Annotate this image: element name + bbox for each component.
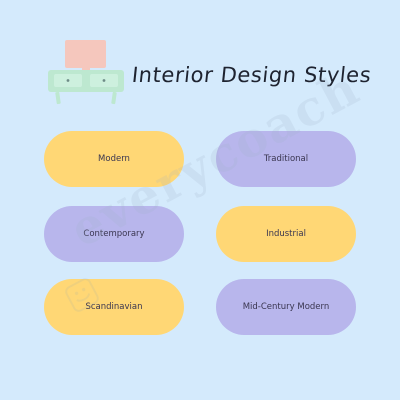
style-pill-label: Modern	[98, 154, 130, 164]
style-pill-industrial: Industrial	[216, 206, 356, 262]
style-pill-label: Mid-Century Modern	[242, 302, 330, 312]
style-pill-label: Traditional	[263, 154, 309, 164]
style-pill-label: Contemporary	[83, 229, 145, 239]
style-pill-scandinavian: Scandinavian	[44, 279, 184, 335]
style-pill-modern: Modern	[44, 131, 184, 187]
style-pill-traditional: Traditional	[216, 131, 356, 187]
page-title: Interior Design Styles	[130, 63, 373, 87]
style-pill-label: Scandinavian	[85, 302, 143, 312]
style-pill-mid-century-modern: Mid-Century Modern	[216, 279, 356, 335]
furniture-icon	[48, 40, 124, 105]
style-pill-contemporary: Contemporary	[44, 206, 184, 262]
style-pill-label: Industrial	[266, 229, 306, 239]
